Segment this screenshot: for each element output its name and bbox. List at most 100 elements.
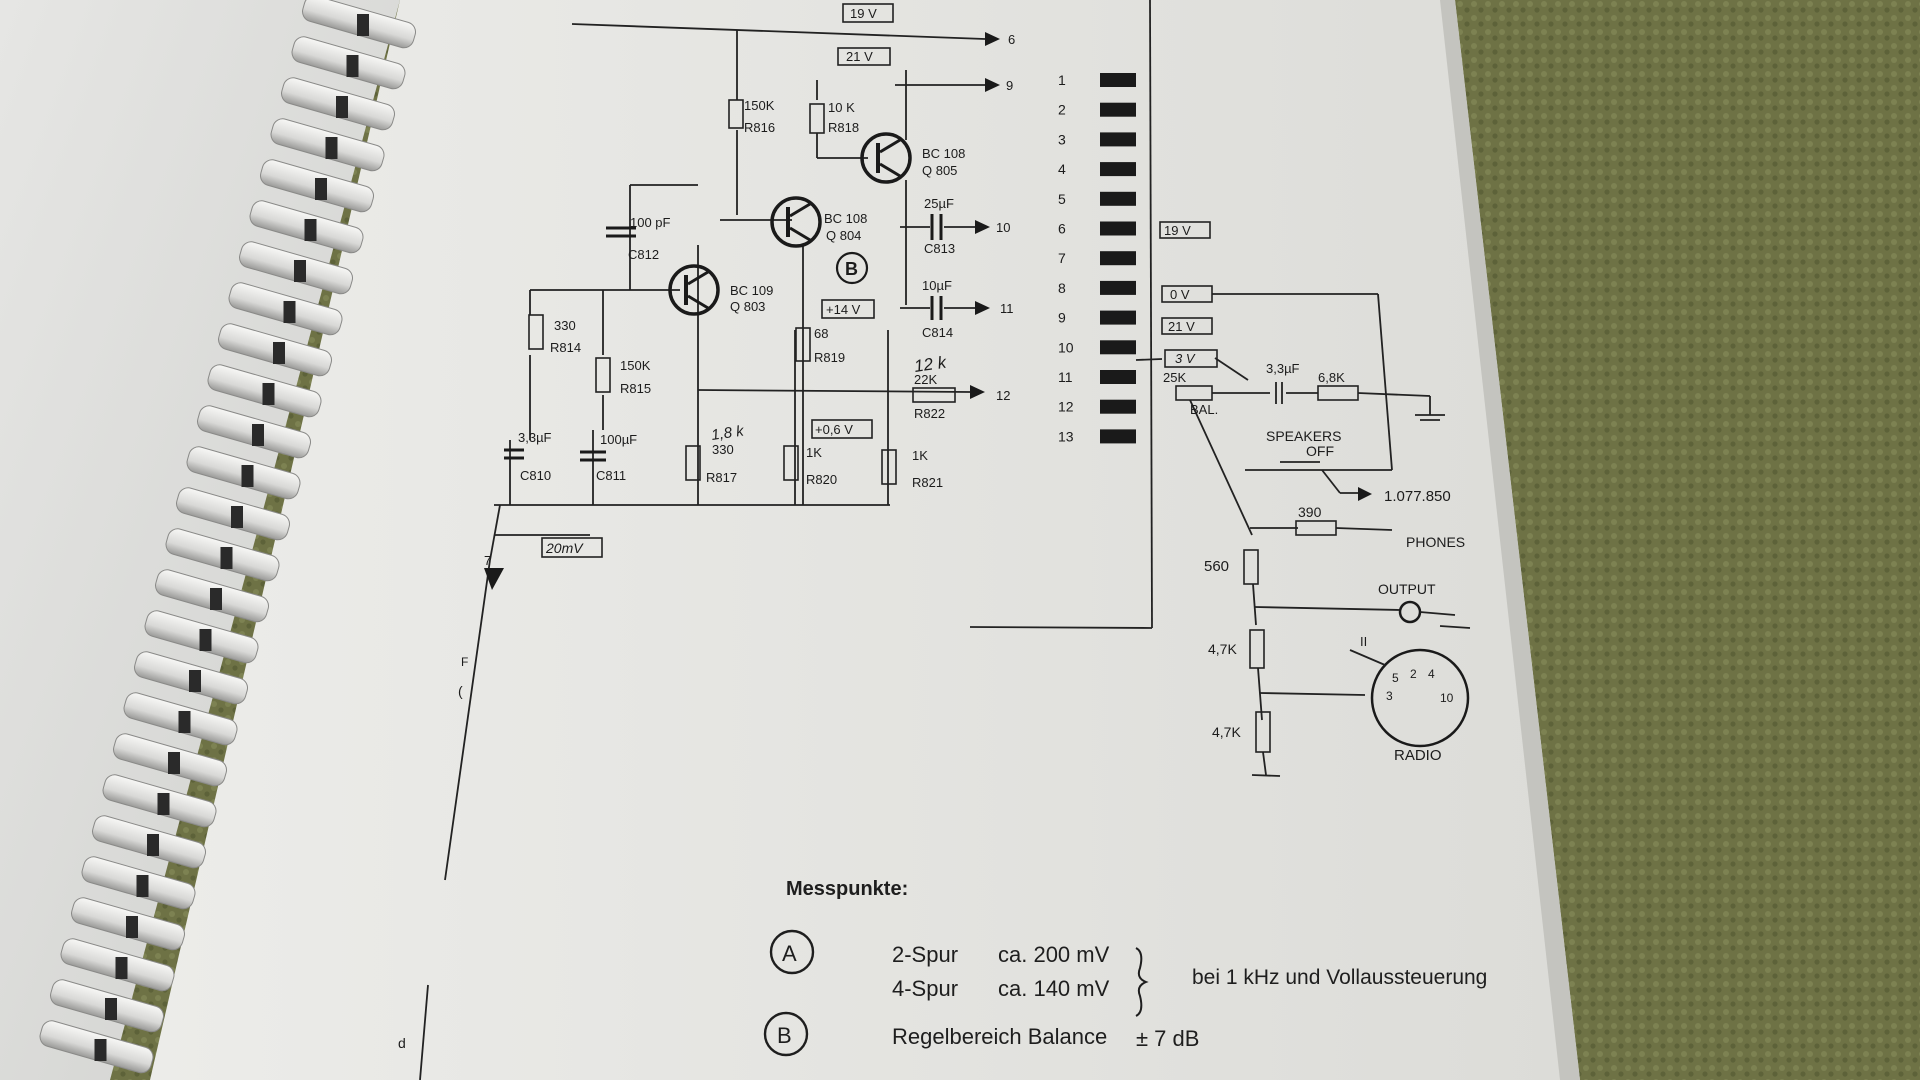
bal-label: BAL.: [1190, 402, 1218, 417]
binding-hole: [357, 14, 369, 36]
connector-pin: [1100, 73, 1136, 87]
connector-pin: [1100, 370, 1136, 384]
connector-pin-number: 13: [1058, 428, 1074, 444]
output-label: 12: [996, 388, 1010, 403]
arrow-part: [1358, 487, 1372, 501]
vbox-label: 20mV: [545, 540, 584, 556]
binding-hole: [94, 1039, 107, 1061]
capacitors: [504, 214, 943, 462]
component-value: 330: [712, 442, 734, 457]
binding-hole: [220, 547, 233, 569]
binding-hole: [147, 834, 159, 856]
connector-pin: [1100, 102, 1136, 117]
din-pin: 4: [1428, 667, 1435, 681]
arrow-10: [975, 220, 990, 234]
component-value: 25µF: [924, 196, 954, 211]
connector-pin: [1100, 132, 1136, 147]
component-value: BC 109: [730, 283, 773, 298]
connector-pin-number: 3: [1058, 131, 1066, 147]
binding-hole: [315, 178, 327, 200]
component-value: 150K: [744, 98, 775, 113]
component-ref: C812: [628, 247, 659, 262]
component-ref: R817: [706, 470, 737, 485]
connector-pin-number: 11: [1058, 369, 1073, 385]
messpunkte-section: Messpunkte: A 2-Spur ca. 200 mV 4-Spur c…: [763, 878, 1487, 1057]
component-ref: R819: [814, 350, 845, 365]
speakers-label: SPEAKERS: [1266, 428, 1341, 444]
binding-hole: [115, 957, 128, 979]
din-pin: 5: [1392, 671, 1399, 685]
component-ref: R822: [914, 406, 945, 421]
connector-pin: [1100, 221, 1136, 236]
binding-hole: [168, 752, 180, 774]
arrow-12: [970, 385, 985, 399]
binding-hole: [178, 711, 191, 733]
r47a-label: 4,7K: [1208, 641, 1237, 657]
binding-hole: [241, 465, 254, 487]
spur-label: 4-Spur: [892, 976, 958, 1001]
component-ref: C814: [922, 325, 953, 340]
output-label: OUTPUT: [1378, 581, 1436, 597]
binding-hole: [283, 301, 296, 323]
binding-hole: [336, 96, 348, 118]
din-pin: 10: [1440, 691, 1454, 705]
arrow-7: [484, 568, 504, 590]
connector-pin: [1100, 162, 1136, 177]
component-ref: C810: [520, 468, 551, 483]
connector-pin-number: 9: [1058, 310, 1066, 326]
arrow-11: [975, 301, 990, 315]
part-number: 1.077.850: [1384, 488, 1451, 505]
vbox-06v: [811, 419, 873, 439]
testpoint-a-label: A: [782, 941, 797, 966]
vbox-label: +14 V: [826, 302, 861, 317]
din-socket-icon: [1370, 648, 1470, 748]
binding-hole: [105, 998, 117, 1020]
binding-hole: [126, 916, 138, 938]
component-value: 100 pF: [630, 215, 671, 230]
component-ref: Q 805: [922, 163, 957, 178]
connector-pin: [1100, 251, 1136, 266]
vbox-21v-right: [1161, 317, 1213, 335]
binding-hole: [189, 670, 201, 692]
din-roman-label: II: [1360, 634, 1367, 649]
handwritten-note: 12 k: [913, 352, 949, 375]
component-value: 1K: [806, 445, 822, 460]
vbox-label: 21 V: [846, 49, 873, 64]
circuit-schematic: 19 V 21 V 6 9 7: [444, 0, 1471, 881]
binding-hole: [346, 55, 359, 77]
component-ref: Q 804: [826, 228, 861, 243]
r390-label: 390: [1298, 504, 1322, 520]
b-value: ± 7 dB: [1136, 1026, 1199, 1051]
spur-value: ca. 140 mV: [998, 976, 1110, 1001]
spur-label: 2-Spur: [892, 942, 958, 967]
arrow-6: [985, 32, 1000, 46]
component-ref: R814: [550, 340, 581, 355]
component-ref: R818: [828, 120, 859, 135]
radio-label: RADIO: [1394, 747, 1442, 764]
binding-hole: [294, 260, 306, 282]
testpoint-b-label-2: B: [777, 1023, 792, 1048]
connector-pin-number: 12: [1058, 399, 1074, 415]
vbox-21v-top: [837, 47, 891, 66]
component-ref: Q 803: [730, 299, 765, 314]
binding-hole: [210, 588, 222, 610]
vbox-19v-top: [842, 3, 894, 23]
connector-pin: [1100, 399, 1136, 414]
arrow-9: [985, 78, 1000, 92]
handwritten-note: 1,8 k: [710, 422, 746, 444]
component-ref: R821: [912, 475, 943, 490]
r47b-label: 4,7K: [1212, 724, 1241, 740]
res-label: 6,8K: [1318, 370, 1345, 385]
connector-pin: [1100, 280, 1136, 295]
binding-hole: [231, 506, 243, 528]
binding-hole: [325, 137, 338, 159]
output-label: 11: [1000, 301, 1014, 316]
transistor-q805: [860, 132, 912, 184]
binding-hole: [262, 383, 275, 405]
vbox-14v: [821, 299, 875, 319]
page-edge-shadow: [1440, 0, 1580, 1080]
component-ref: R815: [620, 381, 651, 396]
vbox-label: 19 V: [1164, 223, 1191, 238]
